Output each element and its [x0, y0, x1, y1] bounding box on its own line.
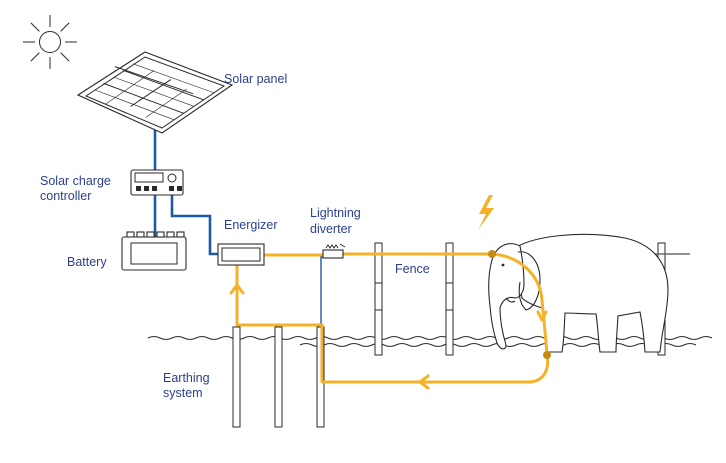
fence-post-icon — [374, 242, 383, 356]
earthing-rod-icon — [274, 326, 283, 428]
sun-icon — [23, 15, 77, 69]
current-path — [229, 250, 551, 390]
earthing-rods — [232, 326, 325, 428]
contact-node — [488, 250, 496, 258]
energizer-icon — [217, 243, 265, 266]
fence-post-icon — [445, 242, 454, 356]
lightning-diverter-label-line1: Lightning — [310, 206, 361, 220]
elephant-icon — [488, 233, 669, 353]
contact-node — [543, 351, 551, 359]
earthing-system-label-line2: system — [163, 386, 203, 400]
lightning-diverter-icon — [322, 243, 346, 259]
solar-panel-label: Solar panel — [224, 72, 287, 86]
power-wires — [153, 125, 323, 325]
labels: Solar panel Solar charge controller Batt… — [40, 72, 430, 400]
solar-charge-controller-label-line1: Solar charge — [40, 174, 111, 188]
lightning-diverter-label-line2: diverter — [310, 222, 352, 236]
earthing-rod-icon — [232, 326, 241, 428]
battery-icon — [121, 231, 187, 271]
fence-label: Fence — [395, 262, 430, 276]
battery-label: Battery — [67, 255, 107, 269]
earthing-system-label-line1: Earthing — [163, 371, 210, 385]
solar-panel-icon — [76, 51, 234, 134]
solar-charge-controller-label-line2: controller — [40, 189, 91, 203]
charge-controller-icon — [130, 169, 184, 196]
energizer-label: Energizer — [224, 218, 278, 232]
lightning-bolt-icon — [478, 195, 494, 230]
